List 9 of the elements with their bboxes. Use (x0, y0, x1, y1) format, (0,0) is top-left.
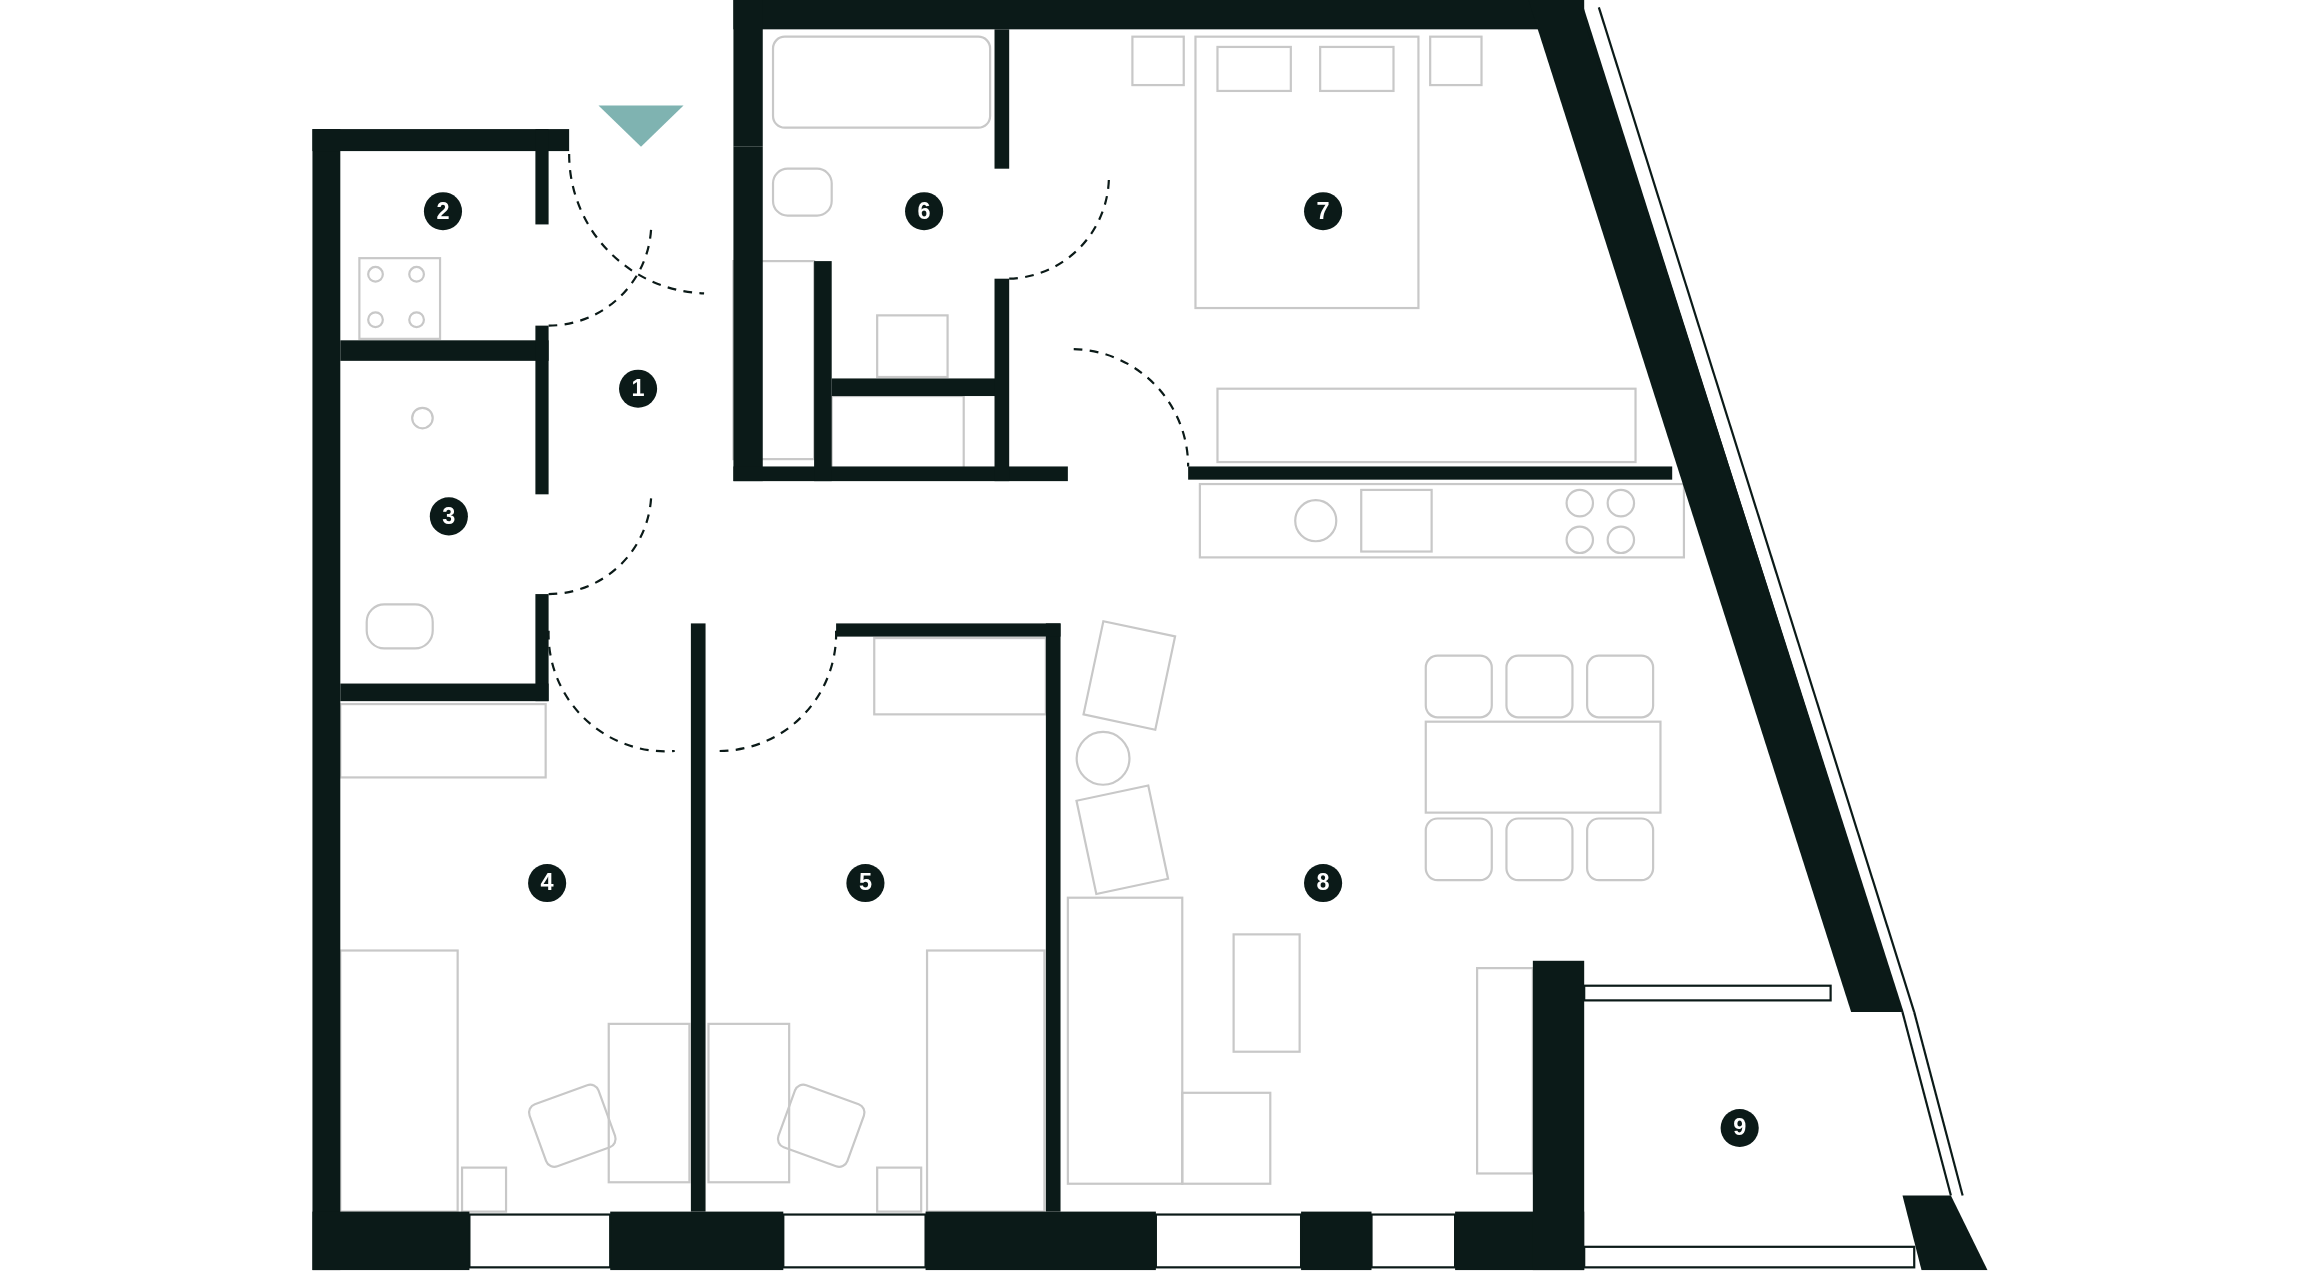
callout-number: 8 (1304, 863, 1343, 903)
callout-number: 5 (846, 863, 885, 903)
callout-number: 7 (1304, 192, 1343, 231)
callout-number: 2 (423, 192, 463, 231)
callout-number: 1 (619, 369, 658, 408)
callout-number: 9 (1720, 1108, 1759, 1148)
callout-number: 4 (528, 863, 567, 903)
callout-number: 3 (429, 497, 468, 536)
callout-number: 6 (905, 192, 944, 231)
